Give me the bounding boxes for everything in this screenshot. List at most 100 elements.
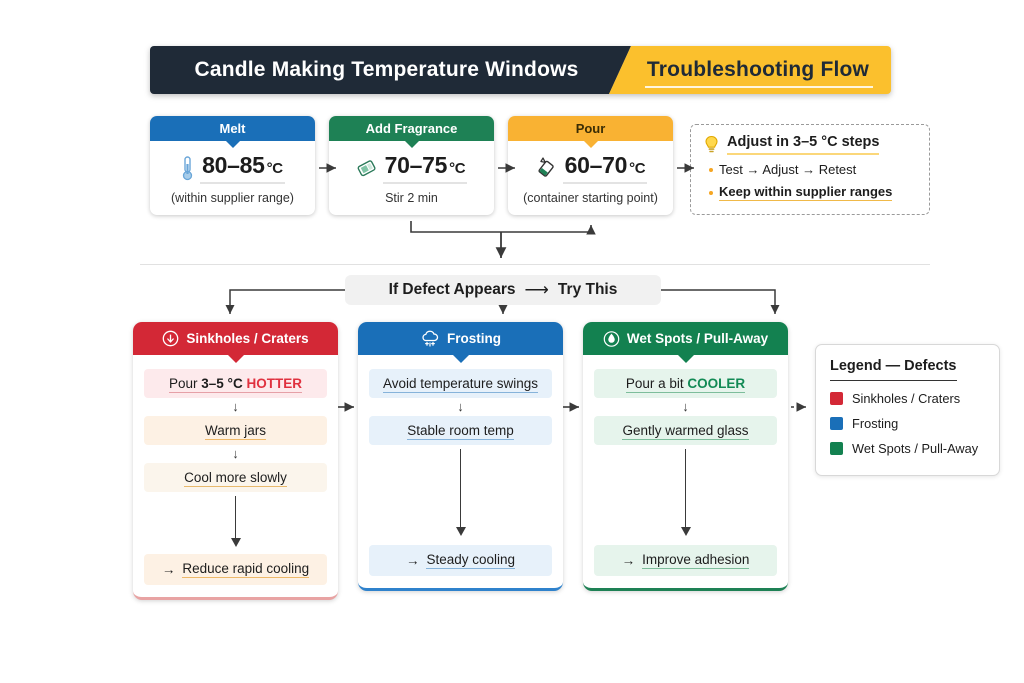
defect-outcome: → Reduce rapid cooling	[144, 554, 327, 585]
card-header-melt: Melt	[150, 116, 315, 148]
card-body-melt: 80–85°C (within supplier range)	[150, 141, 315, 215]
outcome-arrow-icon: →	[621, 553, 636, 568]
snow-cloud-icon	[422, 330, 439, 347]
defect-outcome-text: Reduce rapid cooling	[182, 561, 310, 578]
divider-left-text: If Defect Appears	[388, 281, 516, 298]
defect-step: Pour a bit COOLER	[594, 369, 777, 398]
step-connector-arrow: ↓	[232, 446, 239, 461]
value-row: 60–70°C	[516, 152, 665, 184]
tips-line-1: Test → Adjust → Retest	[703, 162, 917, 177]
header-notch	[583, 141, 598, 148]
header-notch	[677, 355, 694, 363]
header-notch	[452, 355, 469, 363]
header-notch	[404, 141, 419, 148]
arrow-divider-to-sinkholes	[225, 289, 345, 314]
defect-body-wetspots: Pour a bit COOLER ↓ Gently warmed glass …	[583, 355, 788, 588]
value-row: 70–75°C	[337, 152, 486, 184]
banner-left-segment: Candle Making Temperature Windows	[150, 46, 631, 94]
banner-right-segment: Troubleshooting Flow	[609, 46, 891, 94]
tips-panel: Adjust in 3–5 °C steps Test → Adjust → R…	[690, 124, 930, 215]
card-header-label: Add Fragrance	[365, 121, 458, 136]
long-connector-arrow	[144, 492, 327, 554]
temperature-card-fragrance: Add Fragrance 70–75°C Stir 2 min	[329, 116, 494, 215]
card-note-melt: (within supplier range)	[171, 191, 294, 205]
legend-swatch-frosting	[830, 417, 843, 430]
card-header-fragrance: Add Fragrance	[329, 116, 494, 148]
lightbulb-icon	[705, 135, 718, 152]
tips-line-2: Keep within supplier ranges	[703, 184, 917, 201]
step-connector-arrow: ↓	[232, 399, 239, 414]
card-note-pour: (container starting point)	[523, 191, 658, 205]
outcome-arrow-icon: →	[161, 562, 176, 577]
defect-divider-pill: If Defect Appears ⟶ Try This	[345, 275, 661, 305]
defect-step: Gently warmed glass	[594, 416, 777, 445]
outcome-arrow-icon: →	[405, 553, 420, 568]
card-body-fragrance: 70–75°C Stir 2 min	[329, 141, 494, 215]
step-connector-arrow: ↓	[457, 399, 464, 414]
defect-step-text: Cool more slowly	[184, 470, 287, 487]
card-header-pour: Pour	[508, 116, 673, 148]
pouring-pitcher-icon	[538, 157, 554, 177]
divider-right-text: Try This	[557, 281, 618, 298]
legend-label: Frosting	[852, 416, 899, 431]
defect-outcome-text: Improve adhesion	[642, 552, 750, 569]
defect-header-label: Wet Spots / Pull-Away	[626, 331, 769, 346]
temperature-value-pour: 60–70°C	[562, 152, 648, 184]
legend-swatch-sinkholes	[830, 392, 843, 405]
defect-outcome-text: Steady cooling	[426, 552, 516, 569]
value-row: 80–85°C	[158, 152, 307, 184]
defect-column-sinkholes: Sinkholes / Craters Pour 3–5 °C HOTTER ↓…	[133, 322, 338, 600]
card-body-pour: 60–70°C (container starting point)	[508, 141, 673, 215]
thermometer-icon	[182, 156, 193, 181]
defect-step: Stable room temp	[369, 416, 552, 445]
defect-step: Cool more slowly	[144, 463, 327, 492]
defect-step: Avoid temperature swings	[369, 369, 552, 398]
defect-body-frosting: Avoid temperature swings ↓ Stable room t…	[358, 355, 563, 588]
legend-item: Sinkholes / Craters	[830, 391, 985, 406]
defect-step: Warm jars	[144, 416, 327, 445]
header-notch	[225, 141, 240, 148]
legend-label: Sinkholes / Craters	[852, 391, 961, 406]
defect-header-label: Sinkholes / Craters	[186, 331, 309, 346]
temperature-value-melt: 80–85°C	[200, 152, 285, 184]
tips-header: Adjust in 3–5 °C steps	[703, 134, 917, 155]
defect-step: Pour 3–5 °C HOTTER	[144, 369, 327, 398]
card-header-label: Pour	[575, 121, 606, 136]
defect-header-label: Frosting	[447, 331, 501, 346]
legend-label: Wet Spots / Pull-Away	[852, 441, 979, 456]
card-note-fragrance: Stir 2 min	[385, 191, 438, 205]
temperature-value-fragrance: 70–75°C	[382, 152, 468, 184]
defect-step-text: Pour 3–5 °C HOTTER	[169, 376, 302, 393]
defect-step-text: Avoid temperature swings	[382, 376, 539, 393]
title-banner: Candle Making Temperature Windows Troubl…	[150, 46, 891, 94]
legend-item: Frosting	[830, 416, 985, 431]
arrow-divider-to-wetspots	[661, 289, 780, 314]
defect-step-text: Gently warmed glass	[622, 423, 749, 440]
defect-header-sinkholes: Sinkholes / Craters	[133, 322, 338, 363]
bullet-dot-icon	[709, 190, 713, 195]
water-drop-icon	[603, 330, 620, 347]
tips-line-1-text: Test → Adjust → Retest	[719, 162, 857, 177]
defect-outcome: → Improve adhesion	[594, 545, 777, 576]
legend-item: Wet Spots / Pull-Away	[830, 441, 985, 456]
defect-body-sinkholes: Pour 3–5 °C HOTTER ↓ Warm jars ↓ Cool mo…	[133, 355, 338, 597]
banner-underline	[645, 86, 873, 88]
feedback-bracket	[410, 221, 596, 235]
tips-title: Adjust in 3–5 °C steps	[727, 134, 880, 155]
legend-title: Legend — Defects	[830, 358, 957, 381]
fragrance-bottle-icon	[357, 160, 376, 177]
divider-arrow-icon: ⟶	[524, 280, 549, 299]
section-divider-line	[140, 264, 930, 265]
long-connector-arrow	[594, 445, 777, 545]
banner-right-title: Troubleshooting Flow	[646, 58, 870, 81]
header-notch	[227, 355, 244, 363]
temperature-card-pour: Pour 60–70°C (container starting point)	[508, 116, 673, 215]
step-connector-arrow: ↓	[682, 399, 689, 414]
card-header-label: Melt	[219, 121, 246, 136]
tips-line-2-text: Keep within supplier ranges	[719, 184, 893, 201]
defect-column-frosting: Frosting Avoid temperature swings ↓ Stab…	[358, 322, 563, 591]
legend-swatch-wetspots	[830, 442, 843, 455]
defect-outcome: → Steady cooling	[369, 545, 552, 576]
temperature-card-melt: Melt 80–85°C (within supplier range)	[150, 116, 315, 215]
